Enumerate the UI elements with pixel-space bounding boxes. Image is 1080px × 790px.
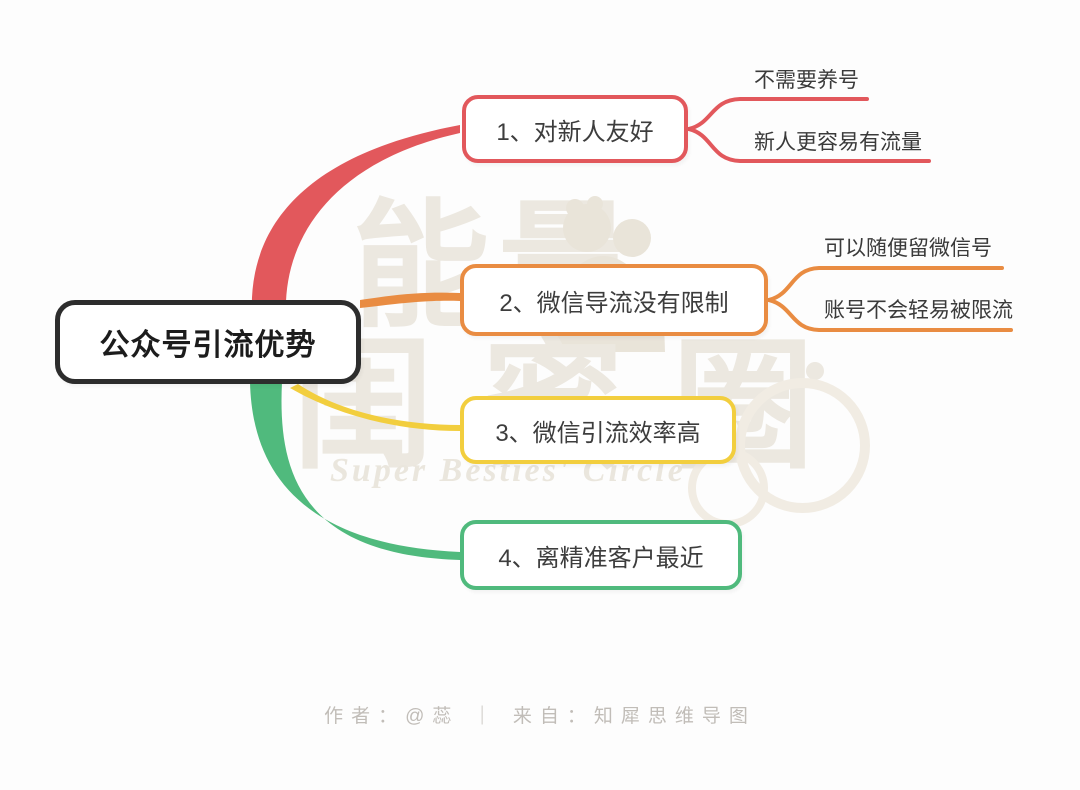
leaf-node-free-to-leave-wechat-id[interactable]: 可以随便留微信号 (824, 237, 992, 260)
leaf-node-no-account-warmup[interactable]: 不需要养号 (754, 69, 859, 92)
branch-node-2[interactable]: 2、微信导流没有限制 (460, 264, 768, 336)
leaf-1b-connector (687, 127, 931, 163)
watermark-dot (806, 362, 824, 380)
branch-node-4[interactable]: 4、离精准客户最近 (460, 520, 742, 590)
leaf-node-newbies-get-traffic[interactable]: 新人更容易有流量 (754, 131, 922, 154)
watermark-circle-large (735, 378, 870, 513)
branch-node-3[interactable]: 3、微信引流效率高 (460, 396, 736, 464)
leaf-2b-connector (767, 298, 1013, 332)
branch-3-connector (290, 384, 460, 431)
branch-4-connector (250, 382, 460, 560)
branch-1-connector (251, 125, 460, 315)
root-node[interactable]: 公众号引流优势 (55, 300, 361, 384)
leaf-2a-connector (767, 266, 1004, 302)
branch-2-connector (360, 292, 460, 308)
leaf-1a-connector (687, 97, 869, 131)
leaf-node-not-easily-throttled[interactable]: 账号不会轻易被限流 (824, 299, 1013, 322)
branch-node-1[interactable]: 1、对新人友好 (462, 95, 688, 163)
credit-line: 作者：@蕊 ｜ 来自：知犀思维导图 (324, 706, 756, 727)
